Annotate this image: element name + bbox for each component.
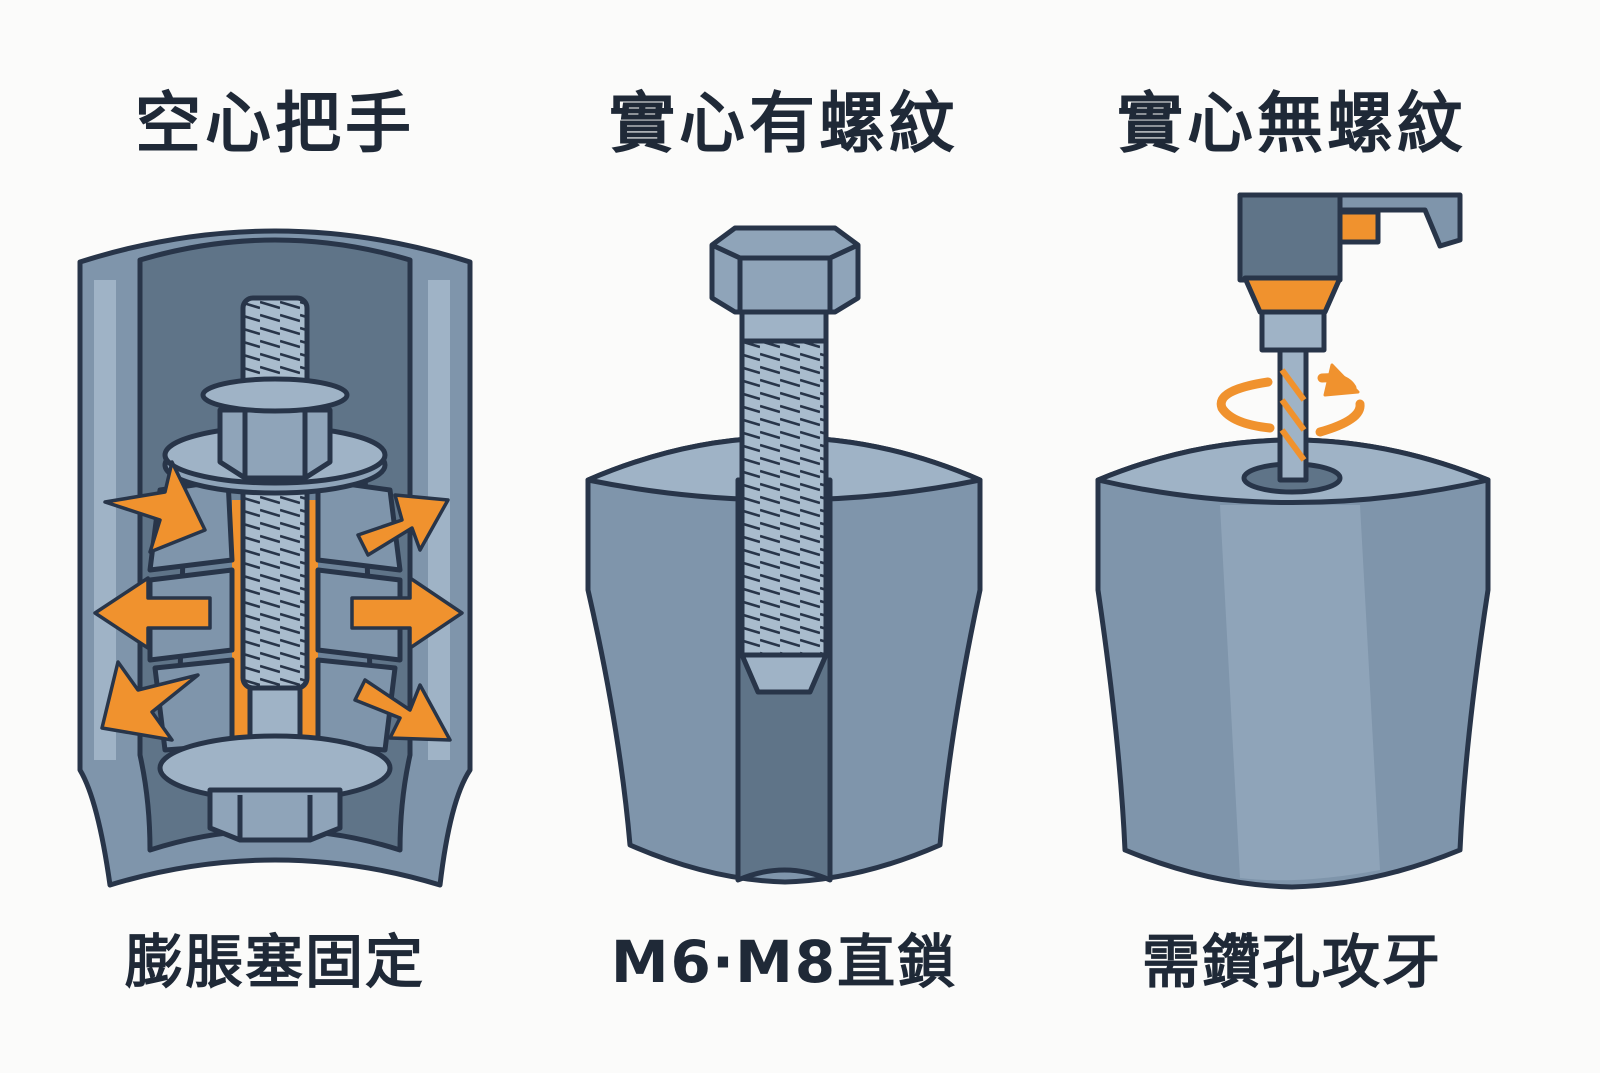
panel-title-threaded: 實心有螺紋	[609, 85, 959, 162]
rotation-arrows-icon	[1216, 363, 1365, 437]
bottom-hex-nut	[207, 787, 343, 843]
hollow-handle-illustration	[77, 228, 473, 888]
drill-chuck	[1242, 275, 1343, 315]
drill-icon	[1237, 192, 1463, 483]
expansion-arrows	[93, 460, 464, 742]
arrow-up-right-icon	[356, 493, 450, 557]
panel-title-hollow: 空心把手	[135, 85, 415, 162]
unthreaded-handle-illustration	[1095, 437, 1491, 890]
bolt-hex-head	[709, 225, 861, 315]
panel-caption-hollow: 膨脹塞固定	[124, 928, 425, 996]
arrow-up-left-icon	[103, 460, 207, 554]
threaded-handle-illustration	[585, 225, 983, 885]
bolt-shank	[739, 302, 829, 658]
arrow-down-right-icon	[353, 678, 452, 742]
arrow-right-icon	[350, 576, 464, 650]
panel-title-unthreaded: 實心無螺紋	[1117, 85, 1467, 162]
panel-caption-unthreaded: 需鑽孔攻牙	[1141, 928, 1442, 996]
arrow-down-left-icon	[100, 660, 200, 742]
arrow-left-icon	[93, 576, 212, 650]
panel-caption-threaded: M6‧M8直鎖	[610, 928, 958, 996]
